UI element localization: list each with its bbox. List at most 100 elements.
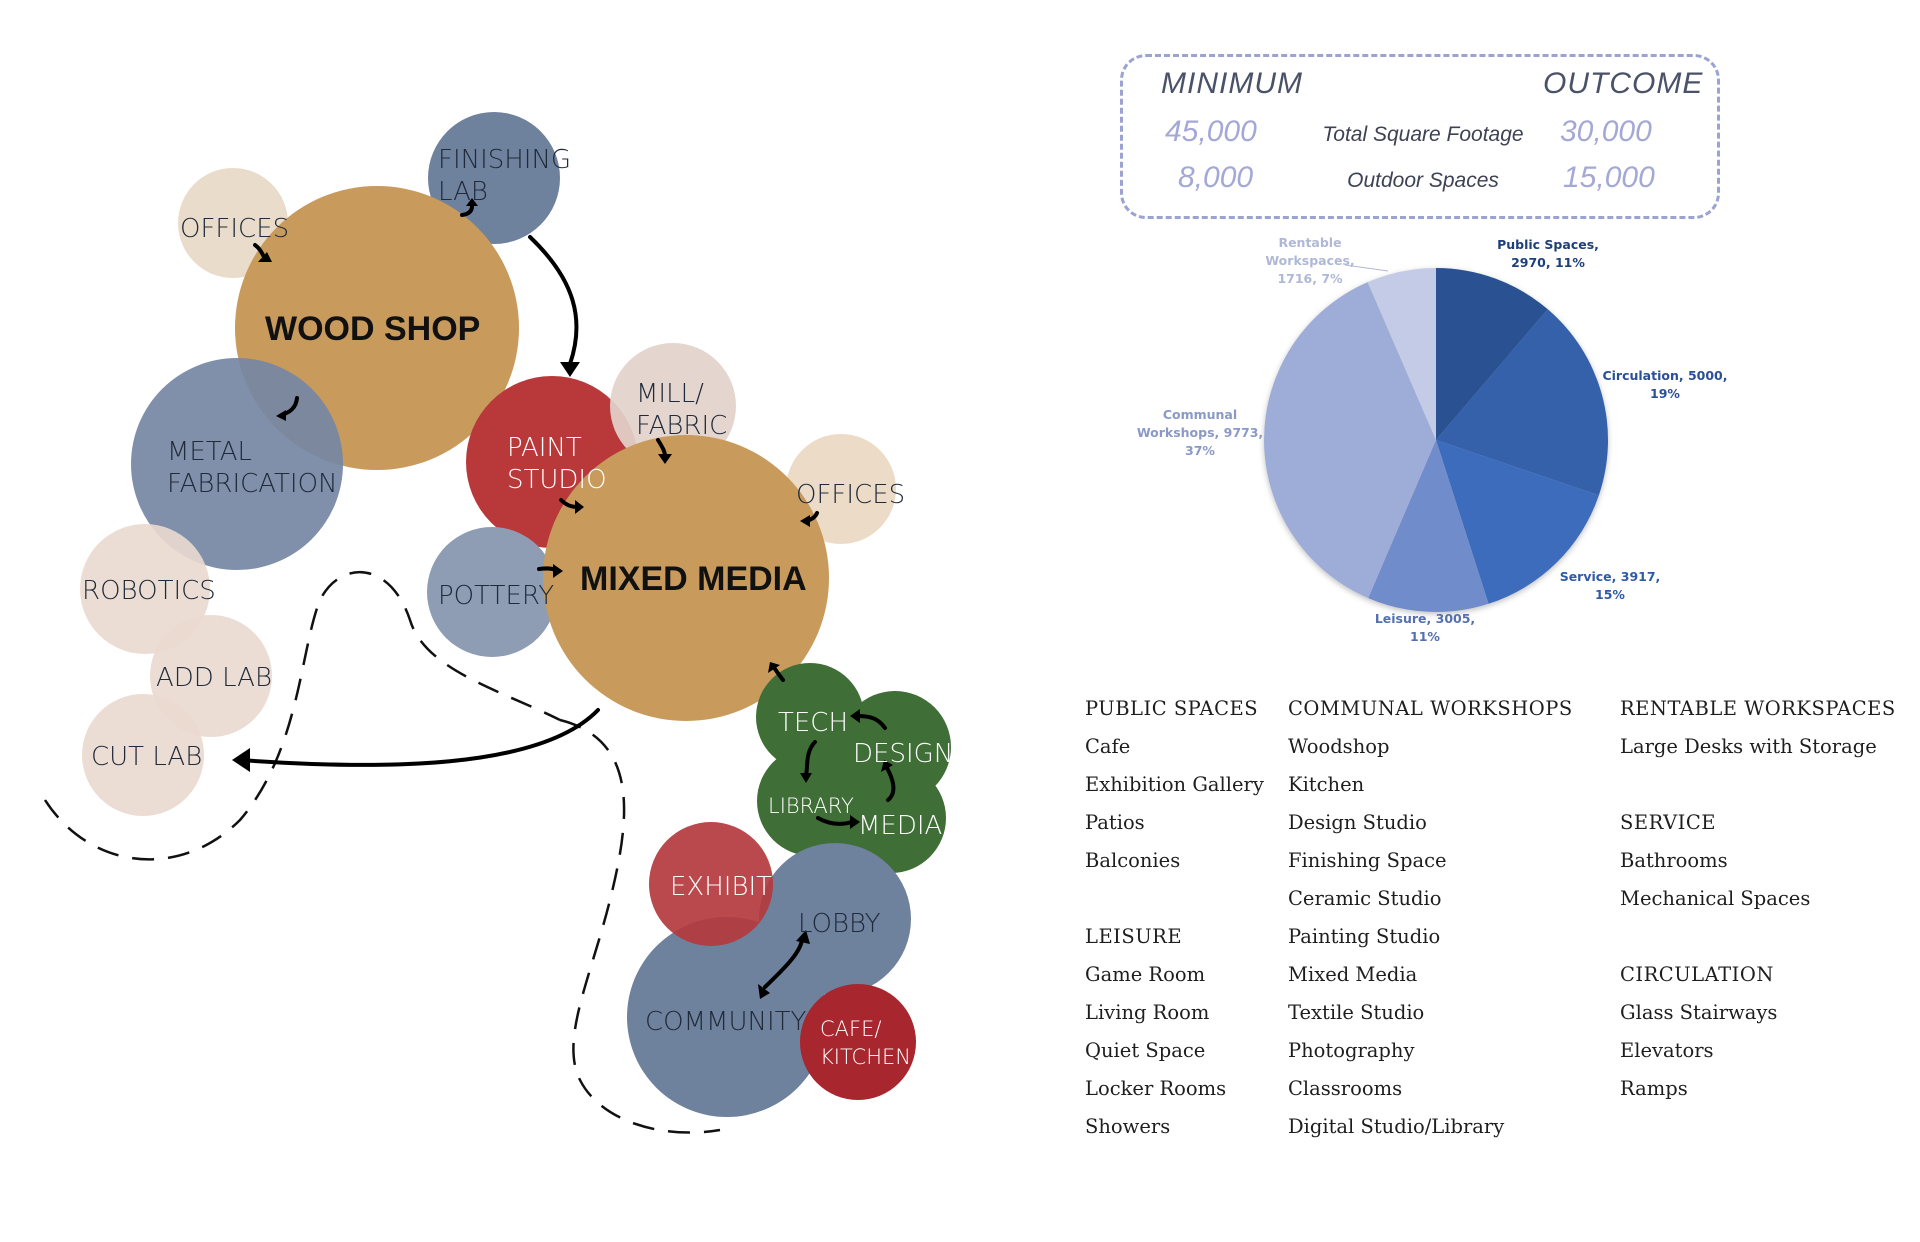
arrowhead	[276, 410, 286, 421]
pie-labels: Public Spaces, 2970, 11% Circulation, 5000…	[1137, 235, 1728, 644]
pie-label-line: Communal	[1163, 407, 1237, 422]
dashed-path-west	[43, 570, 561, 861]
pie-label-line: 11%	[1410, 629, 1440, 644]
label-wood-shop: WOOD SHOP	[265, 310, 480, 348]
arrow-mixed-to-cutlab	[238, 708, 600, 767]
arrow-design-tech	[855, 714, 887, 730]
bubble-cafe-kitchen	[800, 984, 916, 1100]
program-group-heading: LEISURE	[1085, 925, 1183, 948]
label-metal-fabrication-2: FABRICATION	[167, 469, 338, 499]
pie-slice-public-spaces	[1436, 268, 1548, 440]
program-group-heading: PUBLIC SPACES	[1085, 697, 1259, 720]
pie-label-public-spaces: Public Spaces, 2970, 11%	[1497, 237, 1599, 270]
pie-label-line: 1716, 7%	[1277, 271, 1343, 286]
label-cafe-kitchen-2: KITCHEN	[820, 1045, 911, 1069]
program-item: Game Room	[1085, 963, 1206, 986]
bubble-robotics	[80, 524, 210, 654]
outcome-heading: OUTCOME	[1543, 67, 1704, 100]
program-item: Textile Studio	[1288, 1001, 1425, 1024]
label-add-lab: ADD LAB	[156, 663, 272, 693]
arrowhead	[258, 252, 272, 262]
pie-label-line: 2970, 11%	[1511, 255, 1585, 270]
program-item: Digital Studio/Library	[1288, 1115, 1505, 1138]
program-item: Mixed Media	[1288, 963, 1418, 986]
bubble-pottery	[427, 527, 557, 657]
label-paint-studio-1: PAINT	[507, 433, 582, 463]
arrowhead-group	[232, 198, 893, 999]
program-item: Quiet Space	[1085, 1039, 1206, 1062]
program-item: Ramps	[1620, 1077, 1688, 1100]
label-robotics: ROBOTICS	[82, 576, 216, 606]
program-item: Living Room	[1085, 1001, 1210, 1024]
outcome-outdoor: 15,000	[1563, 161, 1655, 194]
label-metal-fabrication-1: METAL	[167, 437, 252, 467]
program-item: Showers	[1085, 1115, 1171, 1138]
minimum-outdoor: 8,000	[1178, 161, 1254, 194]
program-item: Elevators	[1620, 1039, 1714, 1062]
program-item: Woodshop	[1288, 735, 1390, 758]
label-finishing-lab-2: LAB	[438, 177, 488, 207]
pie-label-line: 19%	[1650, 386, 1680, 401]
arrowhead	[466, 198, 478, 206]
minimum-total-sqft: 45,000	[1165, 115, 1257, 148]
bubble-community	[627, 917, 827, 1117]
arrowhead	[553, 564, 563, 578]
arrow-lobby-community	[763, 938, 804, 989]
pie-label-line: Public Spaces,	[1497, 237, 1599, 252]
arrowhead	[560, 362, 580, 377]
program-item: Cafe	[1085, 735, 1131, 758]
program-item: Bathrooms	[1620, 849, 1728, 872]
minimum-heading: MINIMUM	[1161, 67, 1303, 100]
arrowhead	[850, 709, 860, 723]
bubble-cut-lab	[82, 694, 204, 816]
program-column-3: RENTABLE WORKSPACES Large Desks with Stor…	[1620, 690, 1896, 1146]
program-item: Photography	[1288, 1039, 1415, 1062]
pie-label-circulation: Circulation, 5000, 19%	[1602, 368, 1727, 401]
bubble-exhibit	[649, 822, 773, 946]
label-finishing-lab-1: FINISHING	[438, 145, 571, 175]
program-item: Balconies	[1085, 849, 1181, 872]
arrow-tech-library	[804, 740, 817, 777]
program-item: Classrooms	[1288, 1077, 1403, 1100]
label-paint-studio-2: STUDIO	[507, 465, 607, 495]
summary-box: MINIMUM OUTCOME 45,000 Total Square Foot…	[1120, 54, 1720, 219]
dashed-path-south	[559, 718, 721, 1134]
bubble-tech	[756, 663, 864, 771]
bubble-add-lab	[150, 615, 272, 737]
arrowhead	[575, 500, 584, 514]
pie-label-line: Circulation, 5000,	[1602, 368, 1727, 383]
arrowhead	[881, 760, 893, 772]
program-item: Finishing Space	[1288, 849, 1447, 872]
bubble-media	[836, 763, 946, 873]
arrowhead	[232, 748, 250, 772]
pie-label-line: 15%	[1595, 587, 1625, 602]
label-lobby: LOBBY	[798, 909, 881, 939]
program-group-heading: SERVICE	[1620, 811, 1717, 834]
pie-label-line: Rentable	[1278, 235, 1341, 250]
arrowhead	[658, 454, 672, 464]
pie-slice-rentable-workspaces	[1367, 268, 1436, 440]
label-cut-lab: CUT LAB	[91, 742, 202, 772]
outcome-total-sqft: 30,000	[1560, 115, 1652, 148]
label-mill-fabric-2: FABRIC	[636, 411, 727, 441]
program-item: Large Desks with Storage	[1620, 735, 1877, 758]
pie-slice-leisure	[1368, 440, 1489, 612]
label-mill-fabric-1: MILL/	[636, 379, 704, 409]
pie-label-leisure: Leisure, 3005,11%	[1375, 611, 1475, 644]
total-sqft-label: Total Square Footage	[1322, 123, 1524, 146]
pie-label-line: Workshops, 9773,	[1137, 425, 1263, 440]
program-item: Mechanical Spaces	[1620, 887, 1811, 910]
pie-label-service: Service, 3917,15%	[1560, 569, 1661, 602]
program-group-heading: CIRCULATION	[1620, 963, 1774, 986]
pie-label-line: 37%	[1185, 443, 1215, 458]
pie-slices	[1264, 268, 1608, 612]
program-group-heading: RENTABLE WORKSPACES	[1620, 697, 1896, 720]
